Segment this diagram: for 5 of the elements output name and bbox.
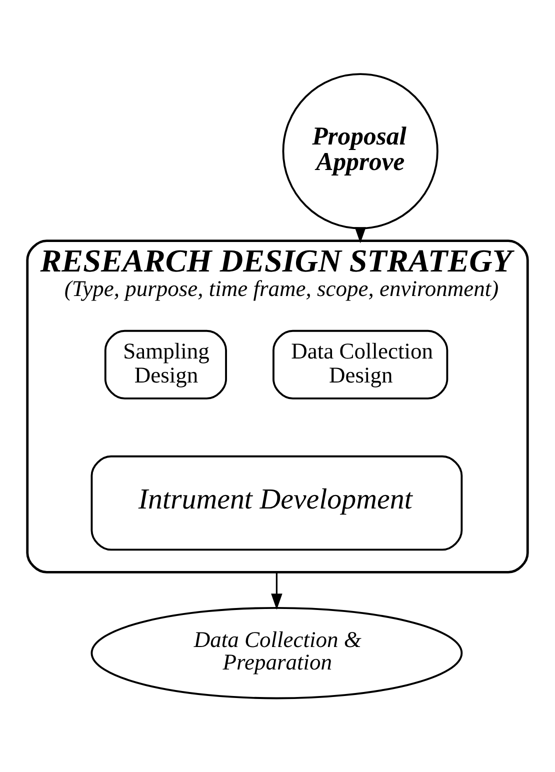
arrow [271, 572, 282, 610]
node-box: Data Collection Design [272, 329, 448, 399]
node-box: Intrument Development [90, 454, 463, 550]
node-box: Sampling Design [104, 329, 227, 399]
node-ellipse: Data Collection & Preparation [90, 606, 463, 699]
